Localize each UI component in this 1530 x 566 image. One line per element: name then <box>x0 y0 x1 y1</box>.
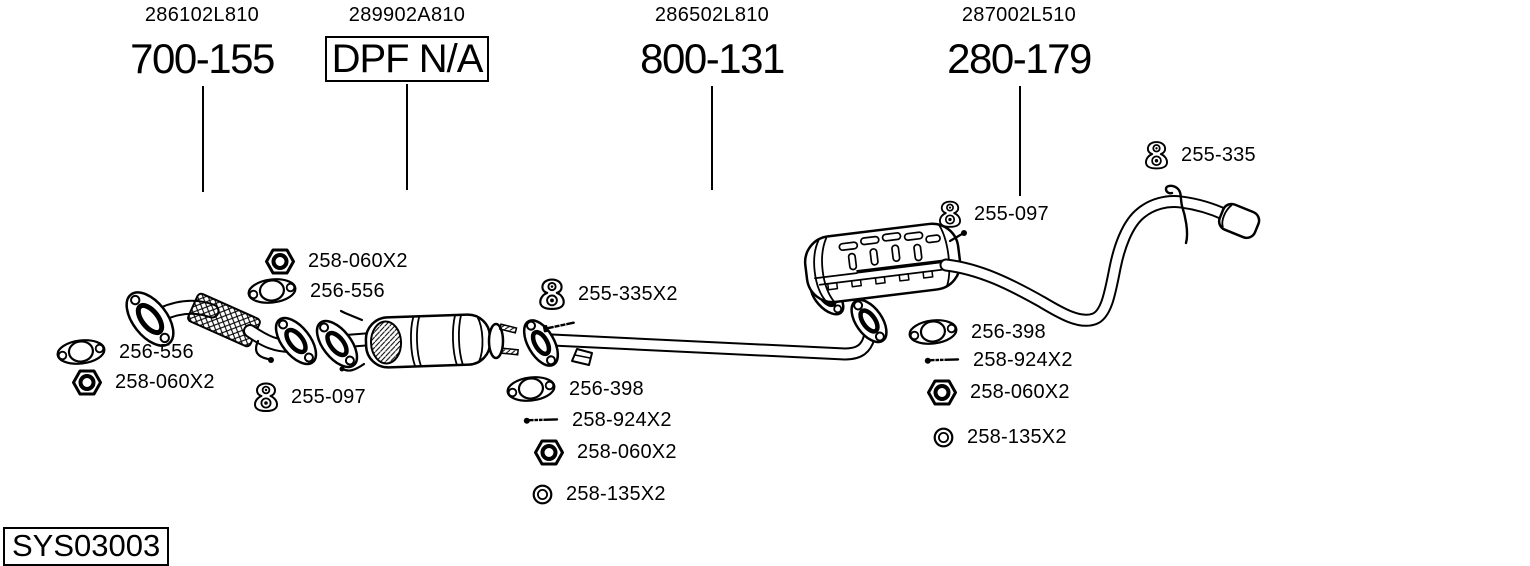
muffler-body <box>803 222 962 304</box>
header-column: 289902A810 DPF N/A <box>257 4 557 82</box>
part-label-text: 258-060X2 <box>970 381 1070 403</box>
gasket-icon <box>506 375 556 403</box>
gasket-icon <box>908 318 958 346</box>
part-label-text: 258-135X2 <box>566 483 666 505</box>
nut-icon <box>72 368 102 396</box>
part-label-text: 258-924X2 <box>572 409 672 431</box>
part-number: 700-155 <box>130 35 275 82</box>
part-number: 800-131 <box>640 35 785 82</box>
dpf-outlet-flange <box>487 322 505 360</box>
tail-pipe-hanger-wire <box>1164 184 1189 245</box>
muffler-hanger-pin <box>948 232 964 243</box>
dpf-body <box>364 313 492 369</box>
catalytic-converter-drawing <box>315 309 519 372</box>
part-label: 255-097 <box>939 198 1049 230</box>
part-label: 258-060X2 <box>265 245 408 277</box>
hanger-icon <box>254 382 278 412</box>
catalog-ref: 287002L510 <box>961 4 1077 26</box>
part-label-text: 258-135X2 <box>967 426 1067 448</box>
leader-lines <box>202 84 1021 196</box>
part-label: 258-060X2 <box>534 436 677 468</box>
part-label: 255-335X2 <box>539 278 678 310</box>
front-flange <box>125 291 175 347</box>
hanger-icon <box>539 278 565 310</box>
middle-pipe-drawing <box>522 298 888 367</box>
part-label-text: 255-097 <box>974 203 1049 225</box>
part-number: 280-179 <box>947 35 1092 82</box>
part-label: 258-060X2 <box>927 376 1070 408</box>
flange-bolt <box>542 321 575 333</box>
dpf-inlet-flange <box>315 319 359 369</box>
part-label-text: 255-335X2 <box>578 283 678 305</box>
part-number-boxed: DPF N/A <box>324 36 490 82</box>
gasket-icon <box>56 338 106 366</box>
stud-bolt <box>498 323 518 334</box>
nut-icon <box>534 438 564 466</box>
part-label: 255-335 <box>1145 139 1256 171</box>
part-label: 256-556 <box>56 336 194 368</box>
nut-icon <box>265 247 295 275</box>
hanger-icon <box>1145 141 1168 170</box>
part-label: 258-060X2 <box>72 366 215 398</box>
part-label-text: 256-398 <box>569 378 644 400</box>
muffler-drawing <box>803 222 967 316</box>
part-label-text: 258-060X2 <box>308 250 408 272</box>
part-label-text: 258-060X2 <box>115 371 215 393</box>
catalog-ref: 286502L810 <box>654 4 770 26</box>
part-label: 256-556 <box>247 275 385 307</box>
washer-icon <box>532 484 553 504</box>
gasket-icon <box>247 277 297 305</box>
front-pipe-outlet-flange <box>274 316 318 366</box>
part-label: 258-135X2 <box>933 421 1067 453</box>
part-label: 258-924X2 <box>523 404 672 436</box>
hanger-icon <box>939 200 961 228</box>
part-label-text: 255-335 <box>1181 144 1256 166</box>
tail-pipe-drawing <box>939 184 1261 327</box>
part-label-text: 256-398 <box>971 321 1046 343</box>
muffler-seam <box>856 258 949 274</box>
catalog-ref: 286102L810 <box>144 4 260 26</box>
tail-pipe-tip <box>1217 202 1261 240</box>
stud-bolt <box>500 347 519 356</box>
part-label: 258-924X2 <box>924 344 1073 376</box>
bolt-icon <box>523 416 559 425</box>
part-label-text: 258-060X2 <box>577 441 677 463</box>
header-column: 286502L810 800-131 <box>562 4 862 80</box>
muffler-rib-slots <box>838 231 941 271</box>
header-column: 287002L510 280-179 <box>869 4 1169 80</box>
diagram-code: SYS03003 <box>3 527 170 566</box>
washer-icon <box>933 427 954 447</box>
front-pipe-drawing <box>125 291 318 366</box>
part-label: 256-398 <box>506 373 644 405</box>
header-column: 286102L810 700-155 <box>52 4 352 80</box>
part-label-text: 258-924X2 <box>973 349 1073 371</box>
part-label-text: 256-556 <box>310 280 385 302</box>
catalog-ref: 289902A810 <box>348 4 466 26</box>
part-label-text: 255-097 <box>291 386 366 408</box>
middle-pipe-front-flange <box>522 319 560 367</box>
part-label-text: 256-556 <box>119 341 194 363</box>
bolt-icon <box>924 356 960 365</box>
part-label: 256-398 <box>908 316 1046 348</box>
hanger-rod <box>254 339 270 361</box>
middle-pipe-rear-flange <box>850 298 888 344</box>
dpf-top-rod <box>339 309 364 322</box>
part-label: 258-135X2 <box>532 478 666 510</box>
part-label: 255-097 <box>254 381 366 413</box>
nut-icon <box>927 378 957 406</box>
